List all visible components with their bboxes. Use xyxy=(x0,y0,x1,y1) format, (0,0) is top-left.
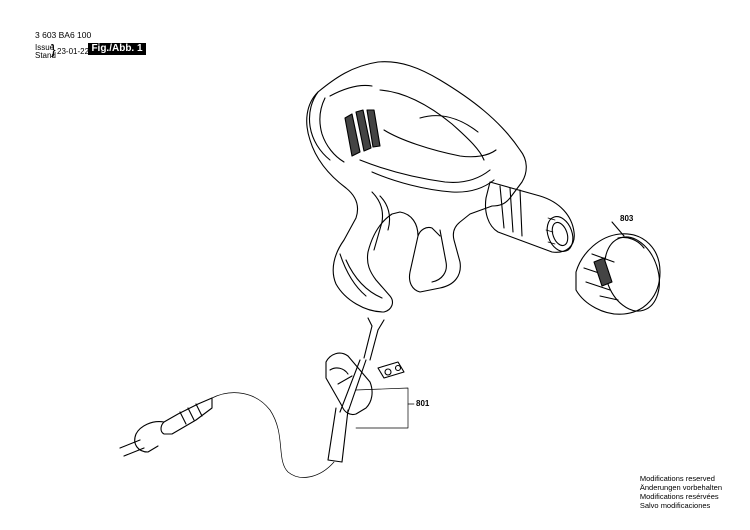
date-brace: } xyxy=(51,41,56,57)
cord-set-801-drawing xyxy=(119,317,415,478)
issue-date: 23-01-22 xyxy=(57,47,90,56)
part-number: 3 603 BA6 100 xyxy=(35,30,92,40)
gun-nozzle xyxy=(484,181,575,253)
modification-line-es: Salvo modificaciones xyxy=(639,501,711,510)
modification-line-de: Änderungen vorbehalten xyxy=(639,483,722,492)
modifications-notice: Modifications reserved Änderungen vorbeh… xyxy=(640,474,722,510)
callout-803: 803 xyxy=(620,214,634,223)
modification-line-en: Modifications reserved xyxy=(639,474,715,483)
stand-label: Stand xyxy=(35,51,56,60)
nozzle-803-drawing xyxy=(575,221,661,315)
figure-tag: Fig./Abb. 1 xyxy=(88,43,146,55)
modification-line-fr: Modifications resérvées xyxy=(639,492,719,501)
callout-801: 801 xyxy=(416,399,430,408)
issue-label: Issue xyxy=(35,43,55,52)
heat-gun-body xyxy=(306,61,527,313)
